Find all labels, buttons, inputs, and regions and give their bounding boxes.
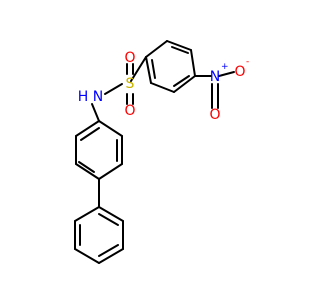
molecule-structure: S O O N H N + O - O xyxy=(74,40,249,264)
bond xyxy=(151,59,156,79)
nitrobenzene-ring xyxy=(145,40,196,93)
sulfur-atom-label: S xyxy=(126,76,135,92)
bond xyxy=(78,161,95,173)
bond xyxy=(98,244,119,257)
bond xyxy=(98,120,123,137)
bond xyxy=(145,56,152,84)
bond xyxy=(98,206,124,222)
bond xyxy=(130,56,147,82)
bond xyxy=(150,82,175,93)
nitro-oxygen-right-label: O xyxy=(234,64,245,80)
bond xyxy=(190,49,196,77)
bond xyxy=(75,120,100,137)
bond xyxy=(218,71,235,77)
bond xyxy=(91,103,100,122)
biphenyl-lower-ring xyxy=(74,206,124,264)
nitro-oxygen-right-charge: - xyxy=(246,57,249,67)
bond xyxy=(171,46,189,54)
sulfonyl-group xyxy=(104,56,147,105)
bond xyxy=(74,248,100,264)
bond xyxy=(74,206,100,222)
bond xyxy=(75,163,100,180)
bond xyxy=(104,83,123,95)
bond xyxy=(80,127,100,141)
bond xyxy=(98,163,123,180)
bond xyxy=(173,75,190,87)
nitro-oxygen-bottom-label: O xyxy=(209,107,220,123)
bond xyxy=(173,75,196,93)
nitro-nitrogen-charge: + xyxy=(221,62,229,72)
sulfonyl-oxygen-bottom-label: O xyxy=(124,103,135,119)
sulfonyl-oxygen-top-label: O xyxy=(124,50,135,66)
nitro-nitrogen-label: N xyxy=(210,69,220,85)
biphenyl-upper-ring xyxy=(75,120,123,180)
amide-nitrogen-label: N xyxy=(93,89,103,105)
bond xyxy=(98,213,119,226)
amide-hydrogen-label: H xyxy=(78,89,89,105)
bond xyxy=(145,40,168,58)
nitro-group xyxy=(194,71,235,109)
molecule-canvas: S O O N H N + O - O xyxy=(74,40,249,264)
bond xyxy=(98,248,124,264)
bond xyxy=(166,40,192,51)
